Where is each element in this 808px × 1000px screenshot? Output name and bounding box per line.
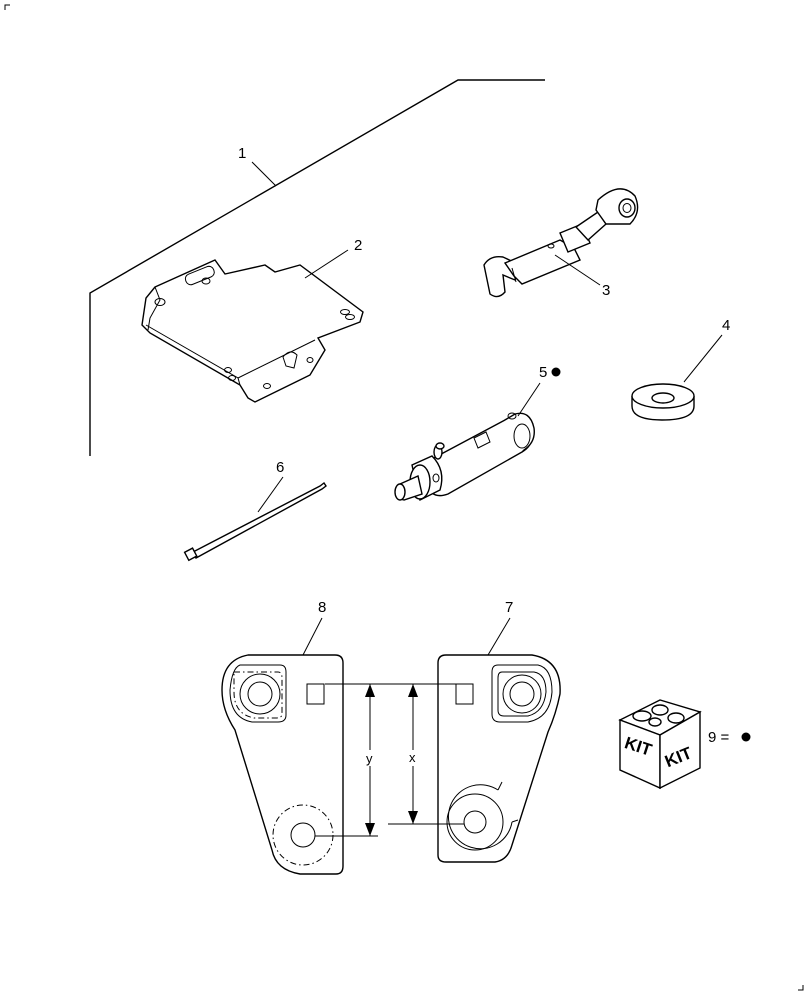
callout-2: 2	[304, 237, 362, 279]
cable-tie	[183, 481, 327, 562]
dimension-y-label: y	[366, 751, 373, 766]
right-plate	[437, 654, 561, 863]
dimension-lines: y x	[315, 683, 464, 837]
callout-9: 9 =	[708, 729, 751, 746]
callout-2-label: 2	[354, 237, 362, 254]
callout-5-dot-icon	[551, 367, 561, 377]
callout-6: 6	[257, 459, 284, 513]
callout-8: 8	[302, 599, 326, 656]
dimension-x-label: x	[409, 750, 416, 765]
callout-8-label: 8	[318, 599, 326, 616]
callout-3-label: 3	[602, 282, 610, 299]
spacer-washer	[631, 383, 695, 421]
callout-9-label: 9 =	[708, 729, 730, 746]
callout-9-dot-icon	[741, 732, 751, 742]
hydraulic-cylinder	[394, 412, 535, 502]
callout-7-label: 7	[505, 599, 513, 616]
kit-boundary-line	[89, 79, 545, 456]
kit-box: KIT KIT	[618, 699, 702, 790]
callout-5-label: 5	[539, 364, 547, 381]
callout-4: 4	[683, 317, 730, 383]
callout-4-label: 4	[722, 317, 730, 334]
top-link-turnbuckle	[483, 188, 639, 298]
corner-marks	[4, 4, 804, 991]
callout-3: 3	[554, 254, 610, 299]
callout-1-label: 1	[238, 145, 246, 162]
callout-5: 5	[517, 364, 561, 417]
callout-1: 1	[238, 145, 277, 187]
mounting-bracket	[141, 259, 364, 403]
callout-7: 7	[487, 599, 513, 656]
left-plate	[221, 654, 344, 875]
callout-6-label: 6	[276, 459, 284, 476]
